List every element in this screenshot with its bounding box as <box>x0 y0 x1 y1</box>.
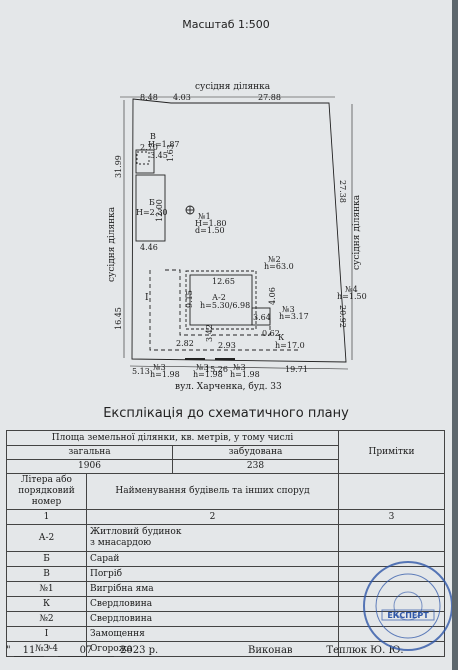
svg-text:К: К <box>278 333 285 342</box>
svg-text:h=1.50: h=1.50 <box>337 292 367 301</box>
table-row: 1 2 3 <box>6 509 446 525</box>
site-plan: сусідня ділянка сусідня ділянка сусідня … <box>107 82 367 392</box>
date-day: 11 <box>14 645 44 657</box>
house-outline <box>189 274 253 326</box>
neighbor-right-label: сусідня ділянка <box>352 194 362 270</box>
svg-text:В: В <box>150 132 156 141</box>
svg-text:h=3.17: h=3.17 <box>279 312 309 321</box>
svg-text:27.38: 27.38 <box>338 180 347 203</box>
svg-text:15.26: 15.26 <box>205 365 228 374</box>
svg-text:2.93: 2.93 <box>218 341 236 350</box>
svg-text:5.13: 5.13 <box>132 367 150 376</box>
scale-label: Масштаб 1:500 <box>182 18 270 31</box>
neighbor-left-label: сусідня ділянка <box>107 206 117 282</box>
table-row: Площа земельної ділянки, кв. метрів, у т… <box>5 430 446 474</box>
cellar-outline <box>135 149 155 174</box>
svg-text:№3: №3 <box>196 363 209 372</box>
svg-text:h=17.0: h=17.0 <box>275 341 305 350</box>
svg-text:№3: №3 <box>282 305 295 314</box>
svg-text:№3: №3 <box>233 363 246 372</box>
svg-text:№1: №1 <box>198 212 211 221</box>
svg-text:19.71: 19.71 <box>285 365 308 374</box>
svg-text:d=1.50: d=1.50 <box>195 226 225 235</box>
svg-text:20.92: 20.92 <box>338 305 347 328</box>
svg-text:12.00: 12.00 <box>155 199 164 222</box>
svg-text:3.64: 3.64 <box>253 313 271 322</box>
svg-text:Б: Б <box>149 198 155 207</box>
svg-text:1.63: 1.63 <box>166 144 175 162</box>
explication-title: Експлікація до схематичного плану <box>103 406 349 421</box>
svg-text:9.15: 9.15 <box>185 290 194 308</box>
signature-line: " 11 " 07 2023 р. Виконав Теплюк Ю. Ю. <box>6 642 446 662</box>
svg-text:№4: №4 <box>345 285 358 294</box>
svg-text:16.45: 16.45 <box>114 307 123 330</box>
made-by-label: Виконав <box>248 645 293 656</box>
svg-text:h=5.30/6.98: h=5.30/6.98 <box>200 301 250 310</box>
svg-text:А-2: А-2 <box>212 293 226 302</box>
svg-text:h=1.98: h=1.98 <box>230 370 260 379</box>
svg-text:h=63.0: h=63.0 <box>264 262 294 271</box>
author-name: Теплюк Ю. Ю. <box>290 645 440 657</box>
svg-text:3.45: 3.45 <box>150 151 168 160</box>
svg-text:3.42: 3.42 <box>205 324 214 342</box>
stamp-seal: ЕКСПЕРТ <box>363 561 452 651</box>
svg-text:№2: №2 <box>268 255 281 264</box>
svg-text:31.99: 31.99 <box>114 155 123 178</box>
date-month: 07 <box>58 645 114 657</box>
svg-text:H=1.87: H=1.87 <box>148 140 180 149</box>
svg-text:№3: №3 <box>153 363 166 372</box>
svg-text:4.46: 4.46 <box>140 243 158 252</box>
svg-text:12.65: 12.65 <box>212 277 235 286</box>
table-row: Літера або порядковий номер Найменування… <box>6 473 446 510</box>
address-label: вул. Харченка, буд. 33 <box>175 381 282 392</box>
date-year: 2023 р. <box>120 645 159 656</box>
svg-text:ЕКСПЕРТ: ЕКСПЕРТ <box>387 611 429 620</box>
svg-text:8.48: 8.48 <box>140 93 158 102</box>
explication-table: Площа земельної ділянки, кв. метрів, у т… <box>5 430 446 657</box>
svg-text:2.70: 2.70 <box>140 143 158 152</box>
photo-edge <box>452 0 458 670</box>
svg-text:H=2.30: H=2.30 <box>136 208 168 217</box>
svg-text:h=1.98: h=1.98 <box>150 370 180 379</box>
svg-text:h=1.98: h=1.98 <box>193 370 223 379</box>
svg-text:4.06: 4.06 <box>268 287 277 305</box>
svg-text:27.88: 27.88 <box>258 93 281 102</box>
svg-text:І: І <box>145 293 149 303</box>
svg-text:2.82: 2.82 <box>176 339 194 348</box>
plot-boundary <box>131 98 347 363</box>
barn-outline <box>135 174 166 242</box>
svg-text:4.03: 4.03 <box>173 93 191 102</box>
svg-text:H=1.80: H=1.80 <box>195 219 227 228</box>
neighbor-top-label: сусідня ділянка <box>195 82 271 92</box>
svg-text:0.62: 0.62 <box>262 329 280 338</box>
